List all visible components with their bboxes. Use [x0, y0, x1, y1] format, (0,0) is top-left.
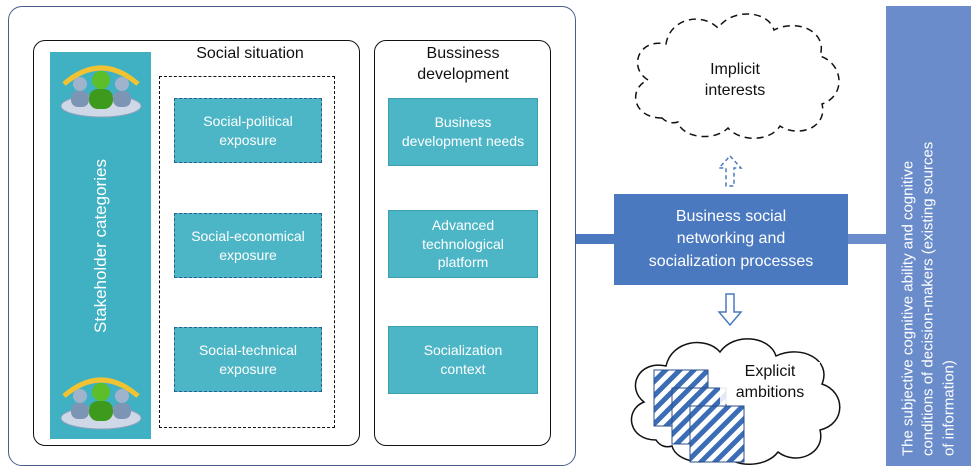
business-development-needs-box: Business development needs — [388, 98, 538, 166]
social-exposure-frame — [159, 76, 335, 428]
stakeholder-group-icon — [60, 377, 142, 430]
social-economical-exposure-box: Social-economical exposure — [174, 213, 322, 278]
business-development-title: Bussiness development — [417, 45, 509, 83]
advanced-technological-platform-box: Advanced technological platform — [388, 210, 538, 278]
documents-icon — [653, 369, 745, 463]
social-situation-title: Social situation — [196, 45, 304, 62]
implicit-interests-cloud — [634, 13, 840, 139]
social-technical-exposure-box: Social-technical exposure — [174, 327, 322, 392]
down-arrow-icon — [717, 293, 743, 327]
business-social-networking-box: Business social networking and socializa… — [614, 194, 848, 285]
decision-makers-label: The subjective cognitive ability and cog… — [899, 141, 957, 456]
stakeholder-group-icon — [60, 65, 142, 118]
social-situation-panel — [33, 40, 360, 446]
socialization-context-box: Socialization context — [388, 326, 538, 394]
left-connector — [576, 234, 614, 244]
explicit-ambitions-label: Explicit ambitions — [720, 362, 820, 404]
social-political-exposure-box: Social-political exposure — [174, 98, 322, 163]
decision-makers-bar — [886, 6, 971, 466]
business-development-panel — [374, 40, 551, 446]
up-arrow-icon — [717, 154, 743, 187]
implicit-interests-label: Implicit interests — [704, 61, 766, 99]
right-connector — [848, 234, 886, 244]
